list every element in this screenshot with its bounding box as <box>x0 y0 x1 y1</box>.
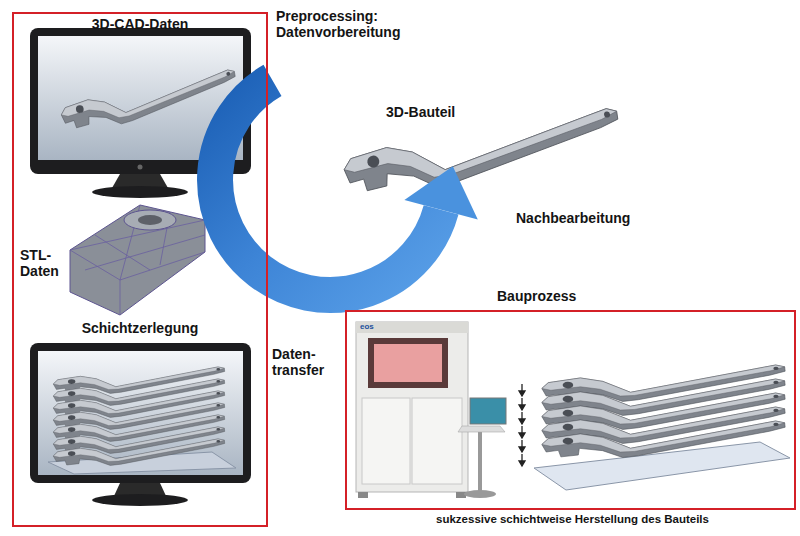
part-label: 3D-Bauteil <box>386 104 496 120</box>
step-label: Preprocessing: Datenvorbereitung <box>276 8 426 40</box>
image-caption: STL- Daten <box>20 247 68 279</box>
step-label: Nachbearbeitung <box>516 210 656 226</box>
build-layers <box>534 365 790 490</box>
machine-logo: eos <box>360 322 390 331</box>
step-label: Daten- transfer <box>272 346 334 378</box>
preprocessing-panel: 3D-CAD-DatenSTL- DatenSchichtzerlegung <box>12 12 268 527</box>
finished-part <box>341 107 624 199</box>
am-machine <box>356 322 506 498</box>
image-caption: Schichtzerlegung <box>14 320 266 336</box>
panel-heading: Bauprozess <box>497 288 657 304</box>
panel-heading: 3D-CAD-Daten <box>14 16 266 32</box>
panel-caption: sukzessive schichtweise Herstellung des … <box>307 513 800 526</box>
stl-mesh <box>70 205 205 315</box>
build-process-panel: Bauprozesssukzessive schichtweise Herste… <box>345 310 796 510</box>
monitor-layers <box>30 343 251 506</box>
layer-arrows <box>519 384 525 466</box>
